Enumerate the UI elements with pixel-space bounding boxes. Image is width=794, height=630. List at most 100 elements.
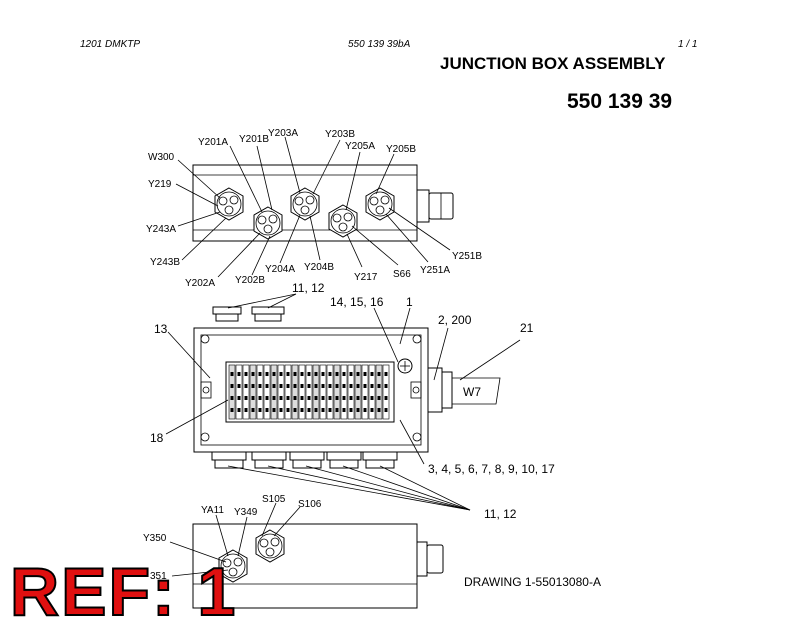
terminal-screw: [321, 396, 325, 400]
terminal-screw: [349, 396, 353, 400]
terminal-screw: [300, 372, 304, 376]
terminal-screw: [272, 384, 276, 388]
terminal-screw: [300, 408, 304, 412]
terminal-screw: [279, 408, 283, 412]
terminal-screw: [244, 384, 248, 388]
gland-nut: [251, 306, 285, 315]
terminal-block: [368, 364, 376, 420]
label-y203a: Y203A: [268, 128, 298, 139]
label-y205a: Y205A: [345, 141, 375, 152]
terminal-screw: [363, 372, 367, 376]
terminal-screw: [293, 384, 297, 388]
terminal-screw: [258, 384, 262, 388]
top-view: W300 Y219 Y243A Y243B Y201A Y201B Y203A …: [146, 128, 482, 289]
terminal-screw: [384, 372, 388, 376]
terminal-screw: [293, 396, 297, 400]
terminal-screw: [237, 384, 241, 388]
label-y251b: Y251B: [452, 251, 482, 262]
terminal-screw: [244, 372, 248, 376]
terminal-screw: [286, 408, 290, 412]
terminal-screw: [279, 384, 283, 388]
terminal-screw: [321, 372, 325, 376]
terminal-screw: [258, 372, 262, 376]
label-y201b: Y201B: [239, 134, 269, 145]
drawing-reference: DRAWING 1-55013080-A: [464, 575, 601, 589]
terminal-block: [340, 364, 348, 420]
terminal-block: [228, 364, 236, 420]
side-connector: [427, 367, 443, 413]
terminal-screw: [335, 396, 339, 400]
cable-gland: [365, 187, 395, 221]
label-items-11-12-top: 11, 12: [292, 281, 325, 295]
label-s66: S66: [393, 269, 411, 280]
terminal-screw: [356, 408, 360, 412]
label-item-21: 21: [520, 321, 534, 335]
terminal-screw: [377, 408, 381, 412]
cable-gland: [218, 549, 248, 583]
terminal-screw: [342, 408, 346, 412]
terminal-block: [361, 364, 369, 420]
terminal-screw: [237, 372, 241, 376]
terminal-screw: [258, 408, 262, 412]
terminal-block: [326, 364, 334, 420]
cable-gland: [290, 187, 320, 221]
terminal-screw: [377, 384, 381, 388]
terminal-screw: [328, 384, 332, 388]
terminal-screw: [335, 384, 339, 388]
label-y205b: Y205B: [386, 144, 416, 155]
terminal-block: [277, 364, 285, 420]
terminal-screw: [272, 396, 276, 400]
terminal-screw: [265, 396, 269, 400]
terminal-screw: [314, 372, 318, 376]
bottom-connector: [426, 544, 444, 574]
label-items-11-12-bottom: 11, 12: [484, 507, 517, 521]
terminal-screw: [286, 396, 290, 400]
label-s105: S105: [262, 494, 286, 505]
terminal-screw: [307, 384, 311, 388]
label-y350: Y350: [143, 533, 167, 544]
terminal-screw: [265, 408, 269, 412]
terminal-screw: [370, 408, 374, 412]
terminal-screw: [349, 384, 353, 388]
terminal-screw: [349, 372, 353, 376]
terminal-screw: [342, 384, 346, 388]
terminal-screw: [321, 408, 325, 412]
terminal-screw: [314, 384, 318, 388]
terminal-screw: [230, 396, 234, 400]
terminal-screw: [363, 384, 367, 388]
part-number: 550 139 39: [567, 90, 673, 113]
terminal-screw: [293, 372, 297, 376]
terminal-screw: [307, 408, 311, 412]
label-y349: Y349: [234, 507, 258, 518]
label-y243a: Y243A: [146, 224, 176, 235]
terminal-screw: [251, 372, 255, 376]
label-item-1: 1: [406, 295, 413, 309]
terminal-screw: [237, 408, 241, 412]
label-ya11: YA11: [201, 505, 224, 516]
terminal-blocks: [228, 364, 390, 420]
label-s106: S106: [298, 499, 322, 510]
terminal-screw: [328, 396, 332, 400]
terminal-block: [305, 364, 313, 420]
terminal-screw: [328, 408, 332, 412]
label-cable-w7: W7: [463, 385, 481, 399]
terminal-block: [263, 364, 271, 420]
terminal-screw: [363, 396, 367, 400]
terminal-screw: [314, 396, 318, 400]
drawing-title: JUNCTION BOX ASSEMBLY: [440, 54, 666, 73]
terminal-screw: [307, 372, 311, 376]
label-y219: Y219: [148, 179, 172, 190]
label-items-2-200: 2, 200: [438, 313, 472, 327]
terminal-block: [298, 364, 306, 420]
terminal-screw: [258, 396, 262, 400]
terminal-screw: [244, 396, 248, 400]
terminal-screw: [342, 372, 346, 376]
terminal-screw: [321, 384, 325, 388]
ref-stamp: REF: 1: [9, 554, 238, 630]
terminal-screw: [370, 372, 374, 376]
terminal-screw: [286, 372, 290, 376]
terminal-screw: [335, 408, 339, 412]
terminal-screw: [370, 396, 374, 400]
terminal-screw: [279, 396, 283, 400]
